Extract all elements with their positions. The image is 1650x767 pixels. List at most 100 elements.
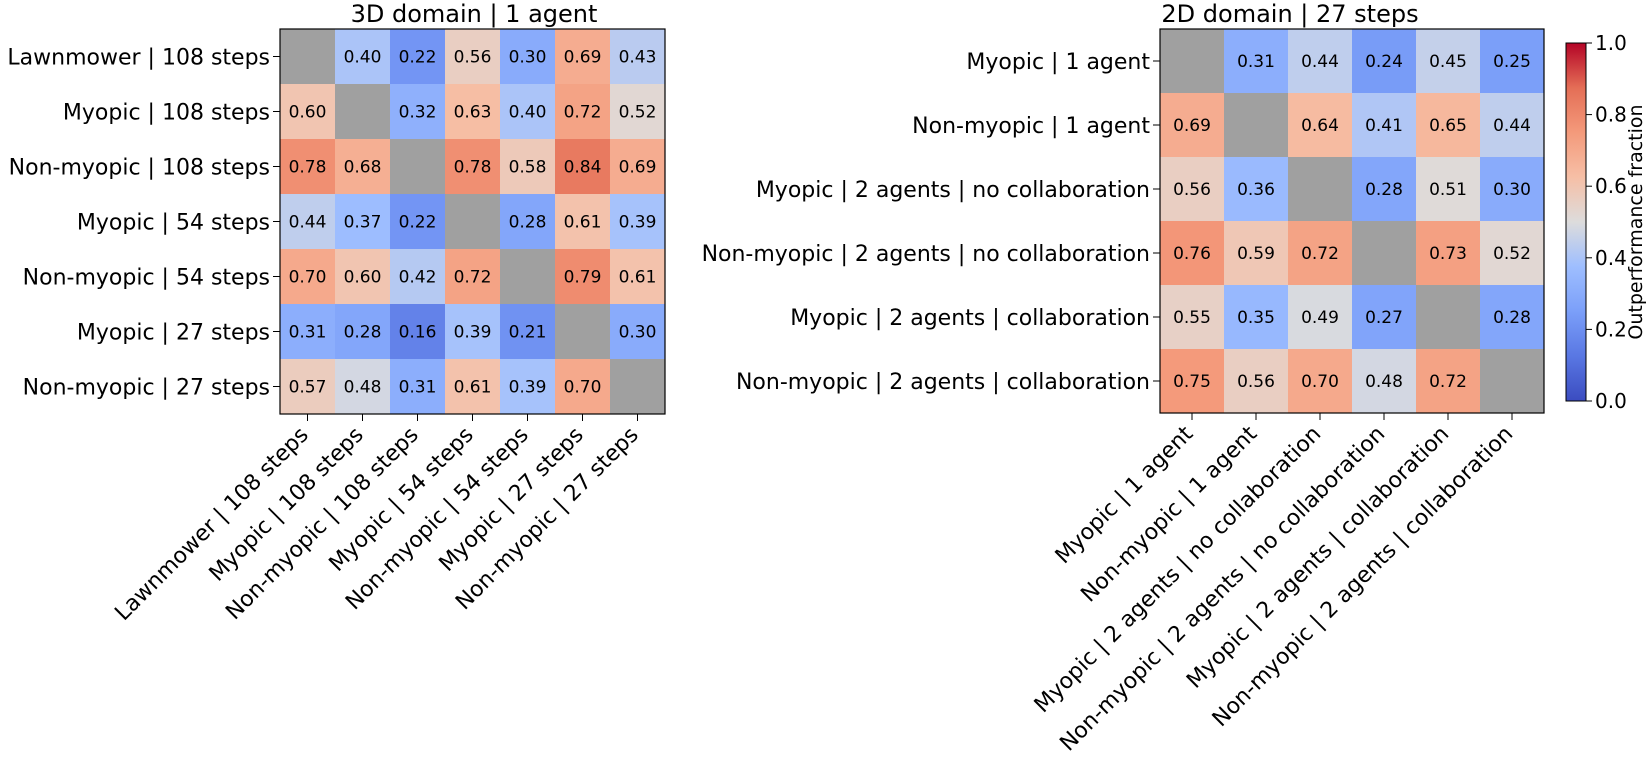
row-label-lawnmower-108-steps: Lawnmower | 108 steps xyxy=(7,46,270,71)
cell-value-label: 0.76 xyxy=(1173,244,1211,264)
cell-value-label: 0.84 xyxy=(564,158,602,178)
cell-value-label: 0.61 xyxy=(564,213,602,233)
cell-value-label: 0.72 xyxy=(1429,372,1467,392)
cell-value-label: 0.21 xyxy=(509,323,547,343)
heatmap-cell xyxy=(335,304,391,360)
row-label-non-myopic-27-steps: Non-myopic | 27 steps xyxy=(23,376,270,401)
heatmap-cell xyxy=(610,139,666,195)
cell-value-label: 0.72 xyxy=(564,103,602,123)
heatmap-cell-diagonal xyxy=(1160,29,1225,94)
heatmap-cell xyxy=(445,359,501,415)
heatmap-cell xyxy=(390,194,446,250)
row-label-non-myopic-1-agent: Non-myopic | 1 agent xyxy=(912,114,1150,139)
colorbar-ticks: 0.00.20.40.60.81.0 xyxy=(1586,31,1627,413)
heatmap-cell xyxy=(1416,93,1481,158)
heatmap-cell xyxy=(390,359,446,415)
cell-value-label: 0.61 xyxy=(454,378,492,398)
heatmap-cell xyxy=(445,139,501,195)
cell-value-label: 0.48 xyxy=(344,378,382,398)
column-label-non-myopic-2-agents-collaboration: Non-myopic | 2 agents | collaboration xyxy=(1208,422,1518,732)
colorbar: 0.00.20.40.60.81.0 Outperformance fracti… xyxy=(1565,31,1647,413)
cell-value-label: 0.52 xyxy=(619,103,657,123)
heatmap-cell xyxy=(335,194,391,250)
heatmap-cell-diagonal xyxy=(280,29,336,85)
cell-value-label: 0.43 xyxy=(619,48,657,68)
heatmap-cell xyxy=(610,194,666,250)
heatmap-cell xyxy=(555,194,611,250)
heatmap-cell xyxy=(335,249,391,305)
cell-value-label: 0.51 xyxy=(1429,180,1467,200)
cell-value-label: 0.41 xyxy=(1365,116,1403,136)
chart-title: 3D domain | 1 agent xyxy=(351,0,598,28)
heatmap-cell-diagonal xyxy=(335,84,391,140)
cell-value-label: 0.42 xyxy=(399,268,437,288)
cell-value-label: 0.39 xyxy=(454,323,492,343)
heatmap-cell xyxy=(1160,221,1225,286)
heatmap-cell xyxy=(555,84,611,140)
row-label-myopic-2-agents-no-collaboration: Myopic | 2 agents | no collaboration xyxy=(756,178,1150,203)
heatmap-cell xyxy=(1352,29,1417,94)
row-label-myopic-27-steps: Myopic | 27 steps xyxy=(77,321,270,346)
cell-value-label: 0.27 xyxy=(1365,308,1403,328)
cell-value-label: 0.49 xyxy=(1301,308,1339,328)
cell-value-label: 0.69 xyxy=(564,48,602,68)
cell-value-label: 0.55 xyxy=(1173,308,1211,328)
heatmap-cell xyxy=(500,84,556,140)
cell-value-label: 0.37 xyxy=(344,213,382,233)
heatmap-cell xyxy=(445,29,501,85)
heatmap-cell xyxy=(445,304,501,360)
heatmap-cell xyxy=(1160,93,1225,158)
cell-value-label: 0.31 xyxy=(1237,52,1275,72)
cell-value-label: 0.69 xyxy=(619,158,657,178)
heatmap-cell xyxy=(1480,29,1545,94)
heatmap-cell xyxy=(1288,29,1353,94)
heatmap-cell xyxy=(610,304,666,360)
cell-value-label: 0.40 xyxy=(344,48,382,68)
cell-value-label: 0.31 xyxy=(399,378,437,398)
cell-value-label: 0.60 xyxy=(289,103,327,123)
heatmap-cell xyxy=(280,84,336,140)
heatmap-cell xyxy=(1224,29,1289,94)
cell-value-label: 0.70 xyxy=(564,378,602,398)
cell-value-label: 0.28 xyxy=(509,213,547,233)
cell-value-label: 0.72 xyxy=(454,268,492,288)
heatmap-cell-diagonal xyxy=(1288,157,1353,222)
cell-value-label: 0.40 xyxy=(509,103,547,123)
colorbar-tick-label: 0.2 xyxy=(1595,317,1627,341)
cell-value-label: 0.73 xyxy=(1429,244,1467,264)
cell-value-label: 0.79 xyxy=(564,268,602,288)
heatmap-cell xyxy=(390,249,446,305)
cell-value-label: 0.58 xyxy=(509,158,547,178)
cell-value-label: 0.68 xyxy=(344,158,382,178)
cell-value-label: 0.59 xyxy=(1237,244,1275,264)
heatmap-cell xyxy=(1416,221,1481,286)
heatmap-cell xyxy=(500,139,556,195)
heatmap-cell xyxy=(335,139,391,195)
heatmap-cell xyxy=(555,359,611,415)
heatmap-cell xyxy=(610,29,666,85)
cell-value-label: 0.60 xyxy=(344,268,382,288)
colorbar-tick-label: 0.6 xyxy=(1595,174,1627,198)
cell-value-label: 0.64 xyxy=(1301,116,1339,136)
cell-value-label: 0.30 xyxy=(619,323,657,343)
heatmap-cell xyxy=(445,249,501,305)
heatmap-cell xyxy=(390,29,446,85)
heatmap-cell xyxy=(1480,93,1545,158)
row-label-non-myopic-2-agents-collaboration: Non-myopic | 2 agents | collaboration xyxy=(736,370,1150,395)
heatmap-cell xyxy=(280,139,336,195)
cell-value-label: 0.44 xyxy=(289,213,327,233)
colorbar-tick-label: 0.0 xyxy=(1595,389,1627,413)
heatmap-cell xyxy=(335,359,391,415)
heatmap-cell xyxy=(1288,221,1353,286)
cell-value-label: 0.70 xyxy=(1301,372,1339,392)
row-label-myopic-108-steps: Myopic | 108 steps xyxy=(63,101,270,126)
heatmap-cell xyxy=(1160,349,1225,414)
cell-value-label: 0.75 xyxy=(1173,372,1211,392)
heatmap-cell xyxy=(280,194,336,250)
cell-value-label: 0.70 xyxy=(289,268,327,288)
